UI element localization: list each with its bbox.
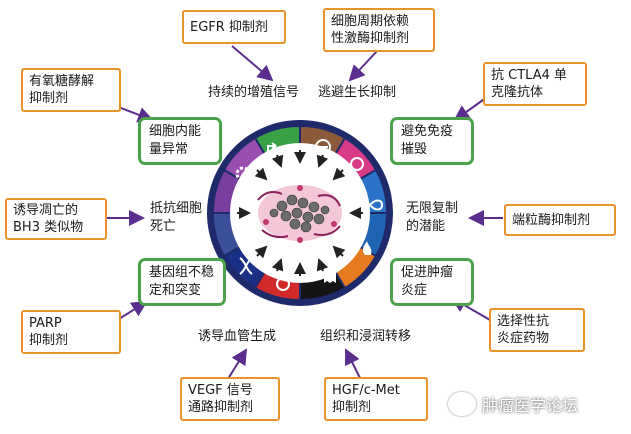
- drug-parp: PARP 抑制剂: [21, 310, 121, 354]
- drug-hgf-line-2: 抑制剂: [332, 400, 372, 415]
- label-cell-death-line-2: 死亡: [150, 219, 177, 234]
- drug-vegf-line-1: VEGF 信号: [188, 383, 253, 398]
- drug-telomerase: 端粒酶抑制剂: [504, 204, 616, 236]
- tumor-cells-illustration: [257, 185, 342, 243]
- drug-parp-line-1: PARP: [29, 316, 62, 331]
- watermark-text: 肿瘤医学论坛: [482, 396, 579, 415]
- drug-antiinflam: 选择性抗 炎症药物: [489, 308, 585, 352]
- hallmark-genome-line-1: 基因组不稳: [149, 265, 215, 280]
- wechat-icon: [448, 392, 476, 416]
- label-proliferation: 持续的增殖信号: [208, 85, 300, 100]
- label-immortality: 无限复制 的潜能: [406, 200, 458, 236]
- hallmark-immune-line-1: 避免免疫: [401, 124, 454, 139]
- drug-glycolysis-line-1: 有氧糖酵解: [29, 74, 95, 89]
- label-immortality-line-1: 无限复制: [406, 201, 459, 216]
- hallmark-inflammation-line-2: 炎症: [401, 283, 428, 298]
- drug-hgf-line-1: HGF/c-Met: [332, 383, 400, 398]
- drug-bh3-line-1: 诱导凋亡的: [13, 203, 79, 218]
- label-cell-death: 抵抗细胞 死亡: [150, 200, 202, 236]
- drug-egfr-line-1: EGFR 抑制剂: [190, 19, 268, 35]
- drug-ctla4: 抗 CTLA4 单 克隆抗体: [483, 62, 587, 106]
- drug-cdk: 细胞周期依赖 性激酶抑制剂: [323, 8, 435, 52]
- label-growth-suppressors: 逃避生长抑制: [318, 85, 397, 100]
- drug-antiinflam-line-1: 选择性抗: [497, 314, 550, 329]
- hallmark-immune: 避免免疫 摧毁: [390, 117, 474, 165]
- label-cell-death-line-1: 抵抗细胞: [150, 201, 203, 216]
- hallmark-genome: 基因组不稳 定和突变: [138, 258, 226, 306]
- drug-cdk-line-2: 性激酶抑制剂: [331, 31, 410, 46]
- drug-antiinflam-line-2: 炎症药物: [497, 331, 550, 346]
- drug-bh3-line-2: BH3 类似物: [13, 220, 84, 235]
- arrow-egfr: [231, 45, 274, 82]
- drug-egfr: EGFR 抑制剂: [182, 10, 286, 44]
- label-angiogenesis: 诱导血管生成: [198, 329, 277, 344]
- drug-bh3: 诱导凋亡的 BH3 类似物: [5, 198, 107, 240]
- drug-ctla4-line-1: 抗 CTLA4 单: [491, 68, 567, 83]
- hallmark-inflammation-line-1: 促进肿瘤: [401, 265, 454, 280]
- drug-vegf: VEGF 信号 通路抑制剂: [180, 377, 280, 421]
- drug-vegf-line-2: 通路抑制剂: [188, 400, 254, 415]
- drug-telomerase-line-1: 端粒酶抑制剂: [512, 212, 591, 228]
- drug-ctla4-line-2: 克隆抗体: [491, 85, 544, 100]
- arrow-hgf: [345, 348, 363, 383]
- arrow-vegf: [225, 348, 248, 383]
- hallmark-wheel: [207, 120, 393, 306]
- drug-glycolysis-line-2: 抑制剂: [29, 91, 69, 106]
- drug-hgf: HGF/c-Met 抑制剂: [324, 377, 428, 421]
- watermark: 肿瘤医学论坛: [448, 392, 578, 416]
- hallmark-energetics: 细胞内能 量异常: [138, 117, 222, 165]
- flame-icon: [362, 241, 372, 255]
- inward-arrows: [237, 150, 363, 276]
- hallmark-energetics-line-1: 细胞内能: [149, 124, 202, 139]
- arrow-cdk: [348, 49, 379, 82]
- drug-parp-line-2: 抑制剂: [29, 333, 69, 348]
- hallmark-inflammation: 促进肿瘤 炎症: [390, 258, 474, 306]
- hallmark-energetics-line-2: 量异常: [149, 142, 189, 157]
- label-metastasis: 组织和浸润转移: [320, 329, 412, 344]
- drug-cdk-line-1: 细胞周期依赖: [331, 14, 410, 29]
- drug-glycolysis: 有氧糖酵解 抑制剂: [21, 68, 121, 112]
- cell-icon: [350, 157, 364, 171]
- label-immortality-line-2: 的潜能: [406, 219, 446, 234]
- hallmark-immune-line-2: 摧毁: [401, 142, 428, 157]
- hallmark-genome-line-2: 定和突变: [149, 283, 202, 298]
